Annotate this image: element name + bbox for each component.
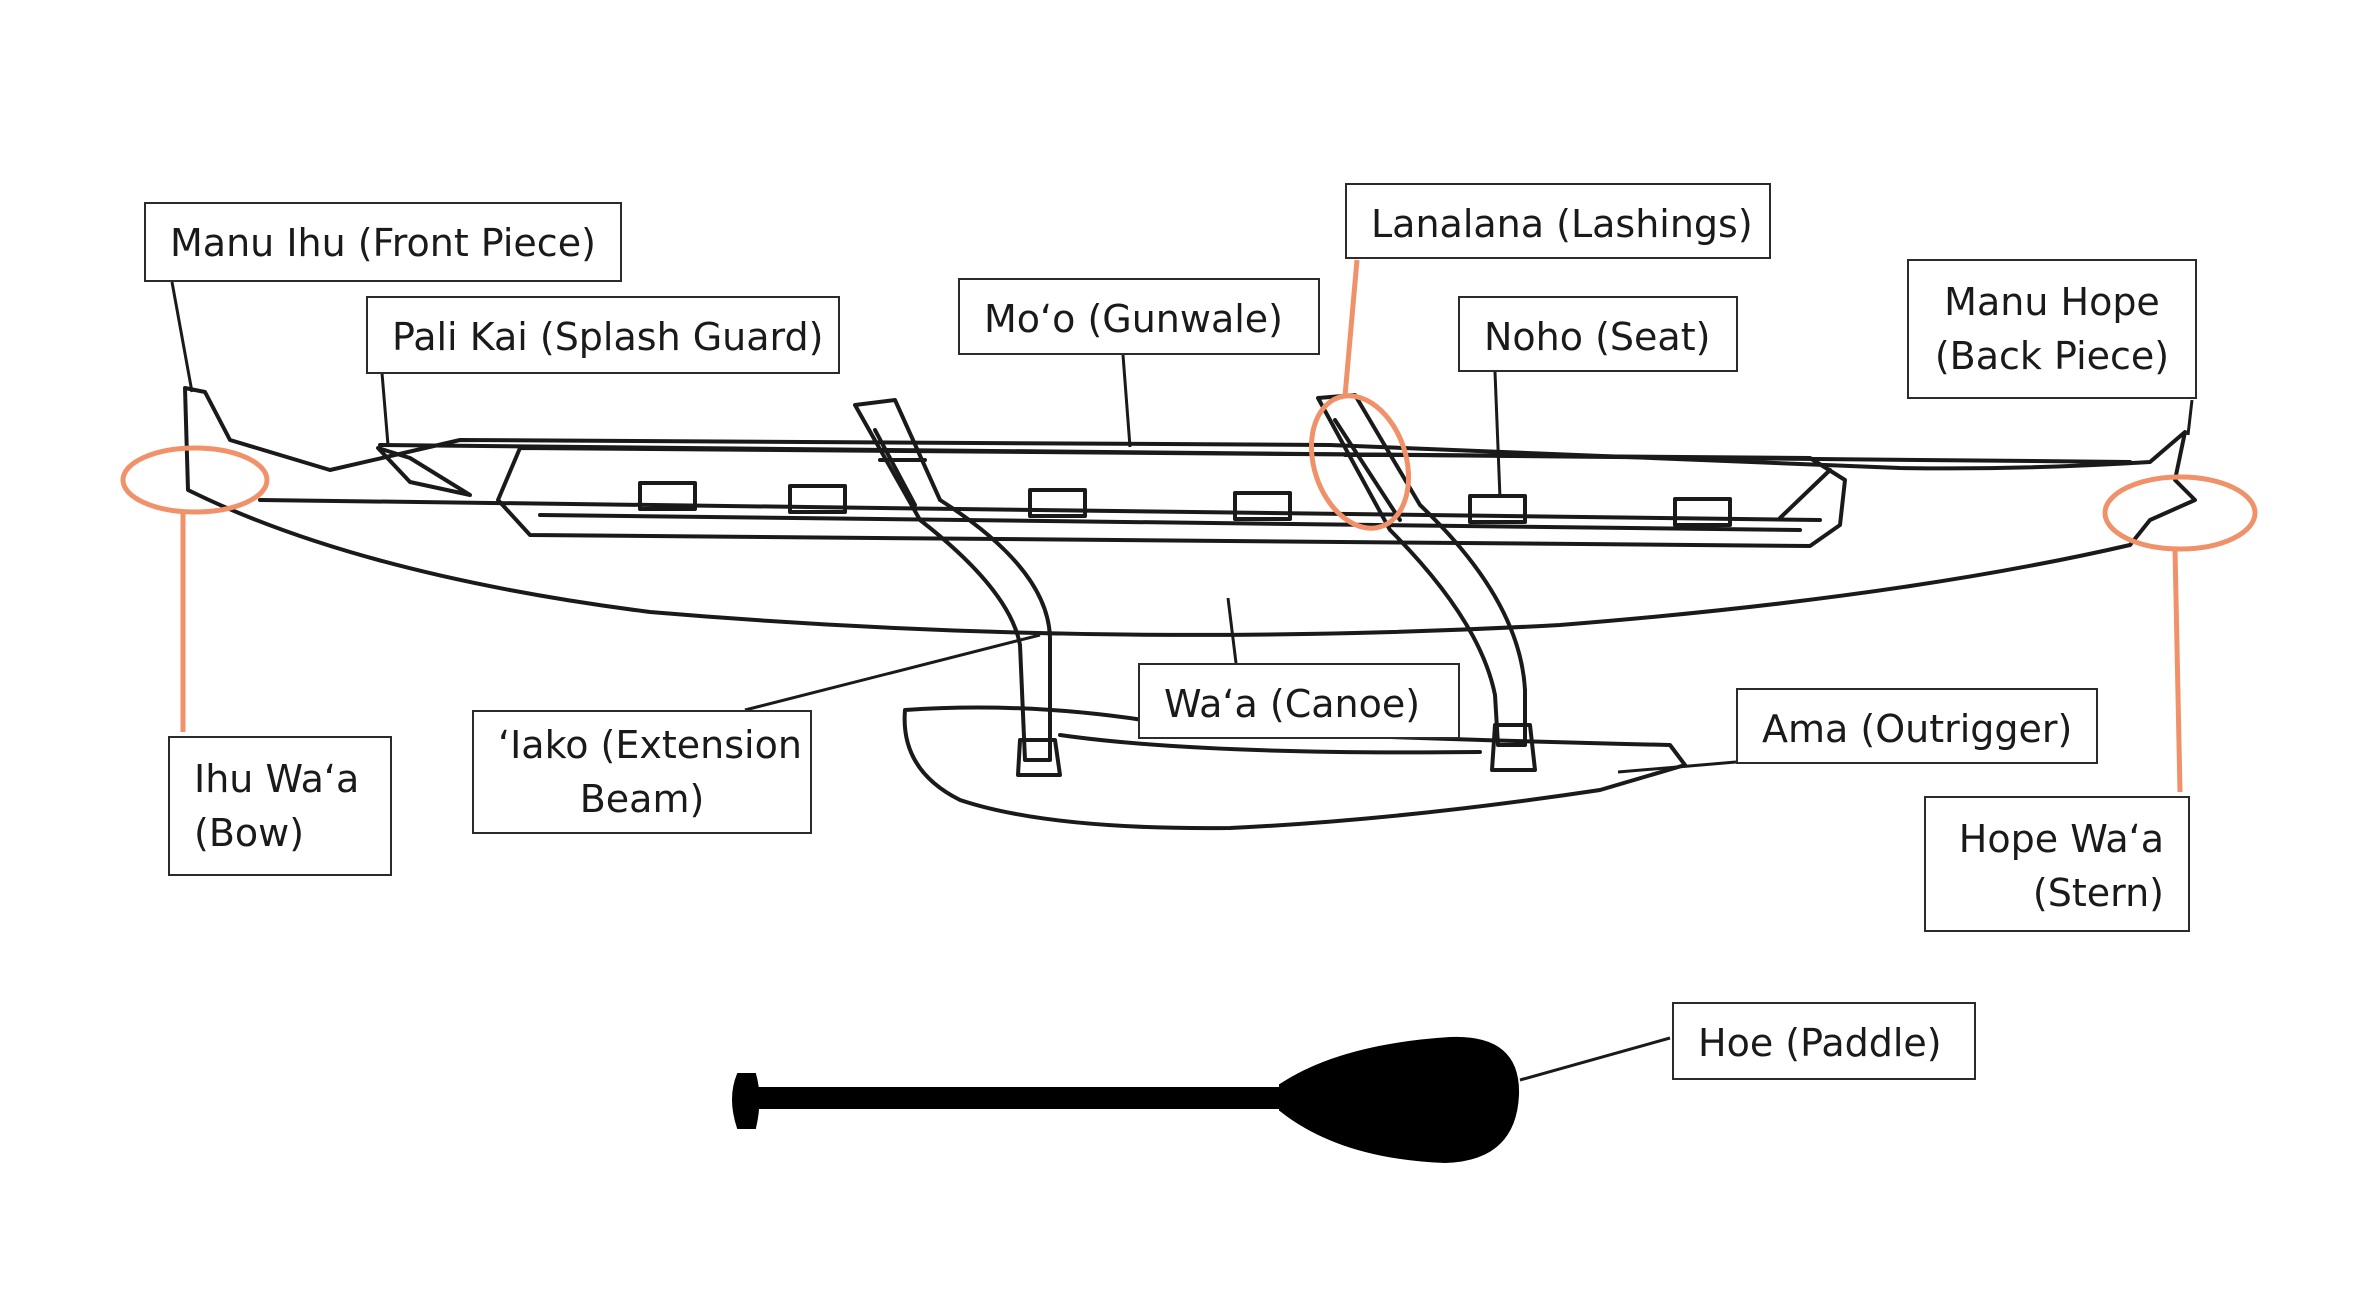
splash-guard bbox=[376, 446, 472, 497]
label-pali-kai-text: Pali Kai (Splash Guard) bbox=[392, 315, 824, 359]
seat-1 bbox=[638, 481, 697, 511]
label-noho-text: Noho (Seat) bbox=[1484, 315, 1711, 359]
seat-4 bbox=[1233, 491, 1292, 521]
leader-hope-waa bbox=[2172, 548, 2183, 793]
leader-noho bbox=[1493, 371, 1502, 499]
cockpit-inner bbox=[538, 513, 1802, 532]
label-manu-hope-line2: (Back Piece) bbox=[1934, 334, 2170, 378]
label-waa: Wa‘a (Canoe) bbox=[1138, 663, 1460, 739]
label-ihu-waa-line1: Ihu Wa‘a bbox=[194, 757, 360, 801]
seat-2 bbox=[788, 484, 847, 514]
label-hoe: Hoe (Paddle) bbox=[1672, 1002, 1976, 1080]
leader-lanalana bbox=[1342, 259, 1360, 397]
label-moo-text: Mo‘o (Gunwale) bbox=[984, 297, 1284, 341]
label-hope-waa-line1: Hope Wa‘a bbox=[1958, 817, 2164, 861]
leader-hoe bbox=[1519, 1036, 1671, 1082]
label-manu-hope-line1: Manu Hope bbox=[1944, 280, 2160, 324]
label-pali-kai: Pali Kai (Splash Guard) bbox=[366, 296, 840, 374]
iako-front-inner bbox=[873, 428, 927, 507]
seat-6 bbox=[1673, 497, 1732, 527]
stern-deck-line bbox=[1778, 468, 1832, 520]
leader-pali-kai bbox=[380, 372, 390, 446]
label-iako: ‘Iako (Extension Beam) bbox=[472, 710, 812, 834]
leader-ama bbox=[1617, 760, 1737, 774]
label-ihu-waa: Ihu Wa‘a (Bow) bbox=[168, 736, 392, 876]
label-lanalana-text: Lanalana (Lashings) bbox=[1371, 202, 1753, 246]
label-ama-text: Ama (Outrigger) bbox=[1762, 707, 2073, 751]
label-hope-waa-line2: (Stern) bbox=[2032, 871, 2164, 915]
bow-highlight-circle bbox=[120, 445, 270, 515]
label-ihu-waa-line2: (Bow) bbox=[194, 811, 305, 855]
iako-front bbox=[853, 398, 1052, 762]
label-manu-ihu: Manu Ihu (Front Piece) bbox=[144, 202, 622, 282]
iako-rear bbox=[1316, 393, 1527, 747]
lanalana-highlight-circle bbox=[1308, 393, 1412, 531]
iako-front-foot bbox=[1016, 738, 1062, 777]
hull-outline bbox=[183, 386, 2197, 637]
label-moo: Mo‘o (Gunwale) bbox=[958, 278, 1320, 355]
leader-waa bbox=[1226, 597, 1238, 664]
paddle-grip bbox=[732, 1073, 760, 1129]
label-lanalana: Lanalana (Lashings) bbox=[1345, 183, 1771, 259]
leader-manu-hope bbox=[2186, 399, 2194, 436]
gunwale-lower bbox=[258, 498, 1822, 522]
paddle-blade bbox=[1279, 1036, 1520, 1164]
label-ama: Ama (Outrigger) bbox=[1736, 688, 2098, 764]
iako-rear-foot bbox=[1490, 723, 1537, 772]
label-noho: Noho (Seat) bbox=[1458, 296, 1738, 372]
paddle-shaft bbox=[749, 1087, 1291, 1109]
label-hope-waa: Hope Wa‘a (Stern) bbox=[1924, 796, 2190, 932]
seat-3 bbox=[1028, 488, 1087, 518]
label-waa-text: Wa‘a (Canoe) bbox=[1164, 682, 1421, 726]
iako-rear-inner bbox=[1333, 418, 1407, 522]
label-iako-line1: ‘Iako (Extension bbox=[498, 723, 802, 767]
leader-manu-ihu bbox=[170, 281, 194, 393]
label-hoe-text: Hoe (Paddle) bbox=[1698, 1021, 1942, 1065]
label-manu-ihu-text: Manu Ihu (Front Piece) bbox=[170, 221, 596, 265]
label-manu-hope: Manu Hope (Back Piece) bbox=[1907, 259, 2197, 399]
ama-top-line bbox=[1058, 733, 1482, 755]
seat-5 bbox=[1468, 494, 1527, 524]
cockpit-outline bbox=[496, 446, 1847, 548]
stern-highlight-circle bbox=[2102, 474, 2258, 552]
leader-iako bbox=[744, 633, 1041, 712]
label-iako-line2: Beam) bbox=[579, 777, 705, 821]
leader-moo bbox=[1121, 354, 1132, 448]
